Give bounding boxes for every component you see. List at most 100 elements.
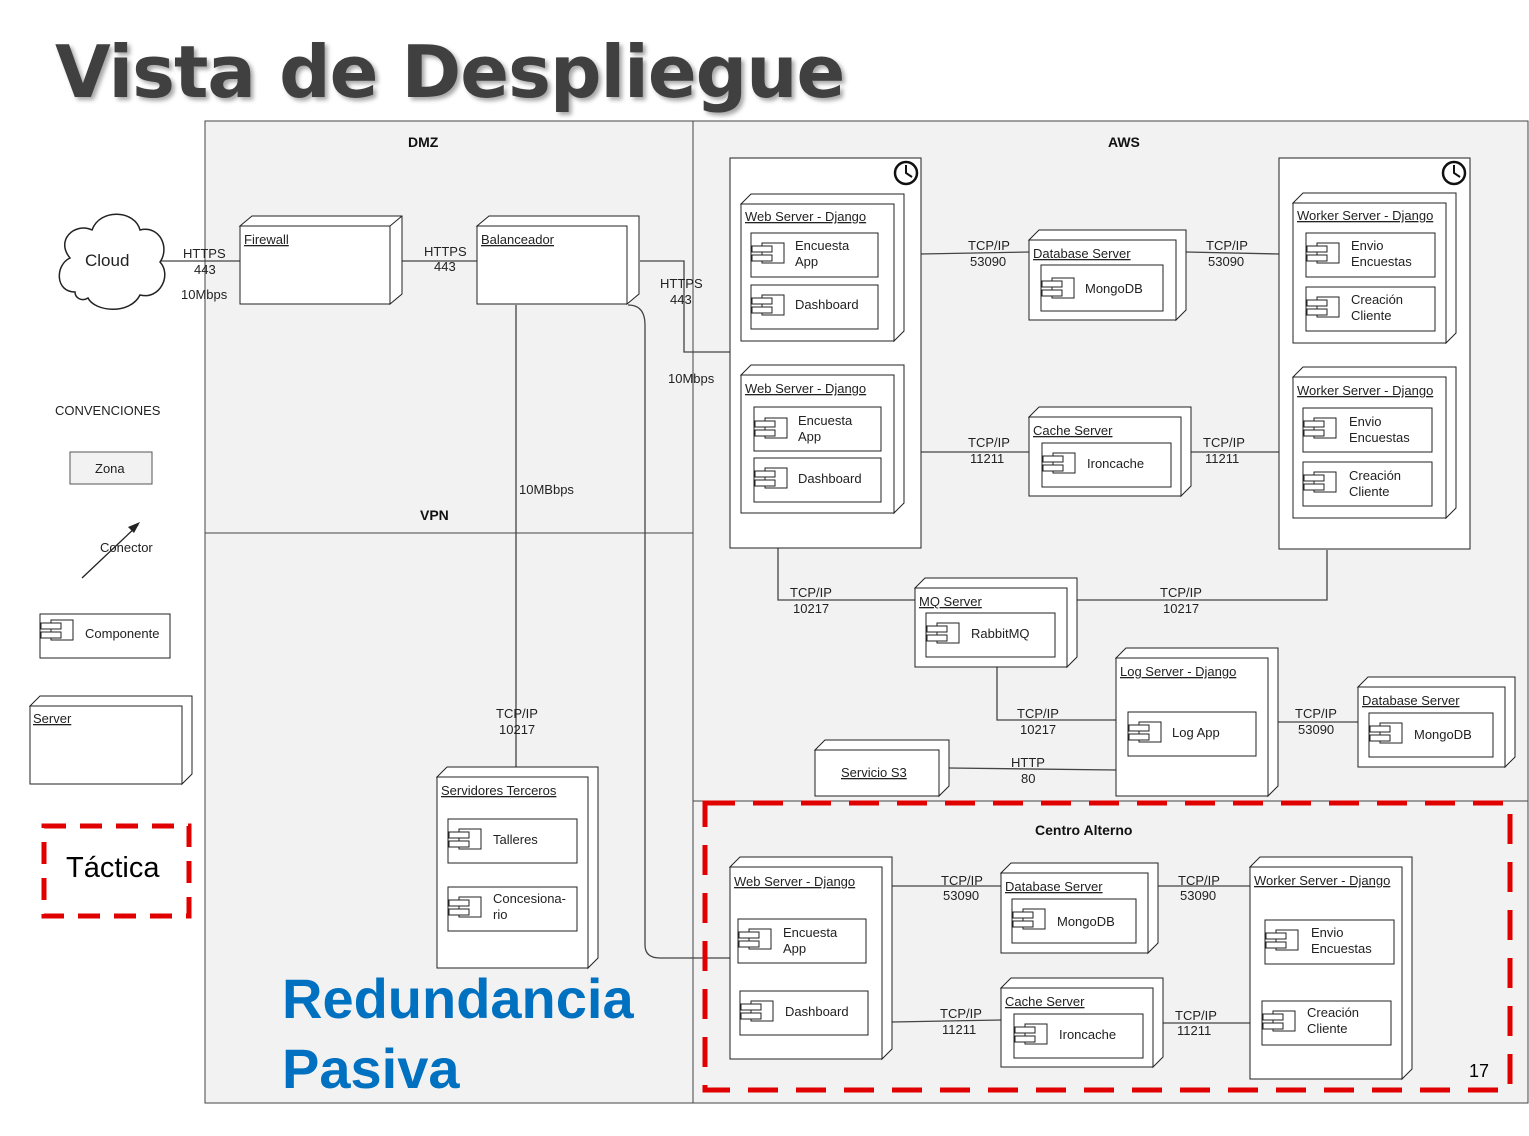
link-port-log: 10217 bbox=[1020, 722, 1056, 737]
node-cache-server-1: Cache Server Ironcache bbox=[1027, 406, 1192, 498]
svg-text:Ironcache: Ironcache bbox=[1087, 456, 1144, 471]
connectors bbox=[160, 251, 1358, 1024]
svg-text:Creación: Creación bbox=[1349, 468, 1401, 483]
node-alt-cache-server: Cache Server Ironcache bbox=[999, 977, 1164, 1069]
convention-tactica: Táctica bbox=[66, 852, 160, 884]
node-balanceador: Balanceador bbox=[475, 215, 640, 306]
svg-text:Worker Server - Django: Worker Server - Django bbox=[1254, 873, 1390, 888]
svg-text:Envio: Envio bbox=[1311, 925, 1344, 940]
redundancia-label: Redundancia bbox=[282, 967, 634, 1030]
page-number: 17 bbox=[1469, 1061, 1490, 1081]
svg-text:App: App bbox=[795, 254, 818, 269]
node-mq-server: MQ Server RabbitMQ bbox=[913, 577, 1078, 669]
svg-text:Creación: Creación bbox=[1307, 1005, 1359, 1020]
convention-zona: Zona bbox=[95, 461, 125, 476]
zone-label-alterno: Centro Alterno bbox=[1035, 822, 1132, 838]
conventions-heading: CONVENCIONES bbox=[55, 403, 161, 418]
svg-text:Database Server: Database Server bbox=[1033, 246, 1131, 261]
svg-text:Concesiona-: Concesiona- bbox=[493, 891, 566, 906]
link-tcp-cache1-l: TCP/IP bbox=[968, 435, 1010, 450]
link-https-2: HTTPS bbox=[424, 244, 467, 259]
link-tcp-db1-l: TCP/IP bbox=[968, 238, 1010, 253]
zone-label-vpn: VPN bbox=[420, 507, 449, 523]
link-port-443-2: 443 bbox=[434, 259, 456, 274]
link-port-cache1-r: 11211 bbox=[1205, 451, 1239, 466]
svg-text:Web Server - Django: Web Server - Django bbox=[745, 209, 866, 224]
svg-text:Talleres: Talleres bbox=[493, 832, 538, 847]
link-port-mq-l: 10217 bbox=[793, 601, 829, 616]
link-port-altdb-l: 53090 bbox=[943, 888, 979, 903]
svg-text:App: App bbox=[798, 429, 821, 444]
convention-zona-box bbox=[69, 451, 153, 485]
svg-text:Log Server - Django: Log Server - Django bbox=[1120, 664, 1236, 679]
link-bw-1: 10Mbps bbox=[181, 287, 228, 302]
zone-dmz bbox=[204, 120, 694, 534]
svg-text:Encuesta: Encuesta bbox=[783, 925, 838, 940]
svg-text:Dashboard: Dashboard bbox=[795, 297, 859, 312]
link-port-db1-l: 53090 bbox=[970, 254, 1006, 269]
link-tcp-db2: TCP/IP bbox=[1295, 706, 1337, 721]
link-tcp-altdb-l: TCP/IP bbox=[941, 873, 983, 888]
svg-text:rio: rio bbox=[493, 907, 507, 922]
convention-tactica-box bbox=[41, 823, 192, 919]
link-port-altcache-r: 11211 bbox=[1177, 1023, 1211, 1038]
link-port-terceros: 10217 bbox=[499, 722, 535, 737]
svg-text:Cliente: Cliente bbox=[1307, 1021, 1347, 1036]
convention-server: Server bbox=[28, 695, 193, 786]
svg-text:MongoDB: MongoDB bbox=[1085, 281, 1143, 296]
link-port-s3: 80 bbox=[1021, 771, 1035, 786]
link-tcp-altdb-r: TCP/IP bbox=[1178, 873, 1220, 888]
link-https-3: HTTPS bbox=[660, 276, 703, 291]
svg-text:Encuestas: Encuestas bbox=[1349, 430, 1410, 445]
svg-text:Worker Server - Django: Worker Server - Django bbox=[1297, 383, 1433, 398]
node-alt-database-server: Database Server MongoDB bbox=[999, 862, 1159, 955]
node-log-server: Log Server - Django Log App bbox=[1114, 647, 1279, 798]
cloud-label: Cloud bbox=[85, 251, 129, 270]
svg-text:Database Server: Database Server bbox=[1005, 879, 1103, 894]
link-port-mq-r: 10217 bbox=[1163, 601, 1199, 616]
node-database-server-1: Database Server MongoDB bbox=[1027, 229, 1187, 322]
svg-text:App: App bbox=[783, 941, 806, 956]
link-port-443-3: 443 bbox=[670, 292, 692, 307]
svg-text:Worker Server - Django: Worker Server - Django bbox=[1297, 208, 1433, 223]
link-tcp-terceros: TCP/IP bbox=[496, 706, 538, 721]
cloud-shape bbox=[58, 213, 166, 310]
svg-text:Dashboard: Dashboard bbox=[785, 1004, 849, 1019]
svg-text:Dashboard: Dashboard bbox=[798, 471, 862, 486]
zone-label-aws: AWS bbox=[1108, 134, 1140, 150]
convention-conector: Conector bbox=[100, 540, 153, 555]
link-bw-vpn: 10MBbps bbox=[519, 482, 574, 497]
link-tcp-mq-l: TCP/IP bbox=[790, 585, 832, 600]
svg-text:Encuestas: Encuestas bbox=[1311, 941, 1372, 956]
svg-text:Cache Server: Cache Server bbox=[1005, 994, 1085, 1009]
svg-text:Encuesta: Encuesta bbox=[798, 413, 853, 428]
node-servicio-s3: Servicio S3 bbox=[813, 739, 950, 798]
node-database-server-2: Database Server MongoDB bbox=[1356, 676, 1516, 769]
node-servidores-terceros: Servidores Terceros Talleres Concesiona-… bbox=[435, 766, 599, 970]
svg-text:Encuestas: Encuestas bbox=[1351, 254, 1412, 269]
svg-text:Creación: Creación bbox=[1351, 292, 1403, 307]
node-web-server-1: Web Server - Django Encuesta App Dashboa… bbox=[739, 193, 905, 343]
node-alt-worker-server: Worker Server - Django Envio Encuestas C… bbox=[1248, 856, 1413, 1081]
link-tcp-altcache-l: TCP/IP bbox=[940, 1006, 982, 1021]
svg-text:Servicio S3: Servicio S3 bbox=[841, 765, 907, 780]
svg-text:MongoDB: MongoDB bbox=[1057, 914, 1115, 929]
zone-label-dmz: DMZ bbox=[408, 134, 439, 150]
convention-arrow bbox=[81, 524, 139, 579]
svg-text:Log App: Log App bbox=[1172, 725, 1220, 740]
svg-text:MQ Server: MQ Server bbox=[919, 594, 983, 609]
node-web-server-2: Web Server - Django Encuesta App Dashboa… bbox=[739, 364, 905, 515]
link-port-db1-r: 53090 bbox=[1208, 254, 1244, 269]
node-alt-web-server: Web Server - Django Encuesta App Dashboa… bbox=[728, 856, 893, 1061]
link-http-s3: HTTP bbox=[1011, 755, 1045, 770]
convention-componente: Componente bbox=[85, 626, 159, 641]
link-port-db2: 53090 bbox=[1298, 722, 1334, 737]
link-port-443-1: 443 bbox=[194, 262, 216, 277]
svg-text:Web Server - Django: Web Server - Django bbox=[734, 874, 855, 889]
svg-text:Server: Server bbox=[33, 711, 72, 726]
svg-text:Encuesta: Encuesta bbox=[795, 238, 850, 253]
node-firewall: Firewall bbox=[238, 215, 403, 306]
link-port-cache1-l: 11211 bbox=[970, 451, 1004, 466]
svg-text:Firewall: Firewall bbox=[244, 232, 289, 247]
link-https-1: HTTPS bbox=[183, 246, 226, 261]
